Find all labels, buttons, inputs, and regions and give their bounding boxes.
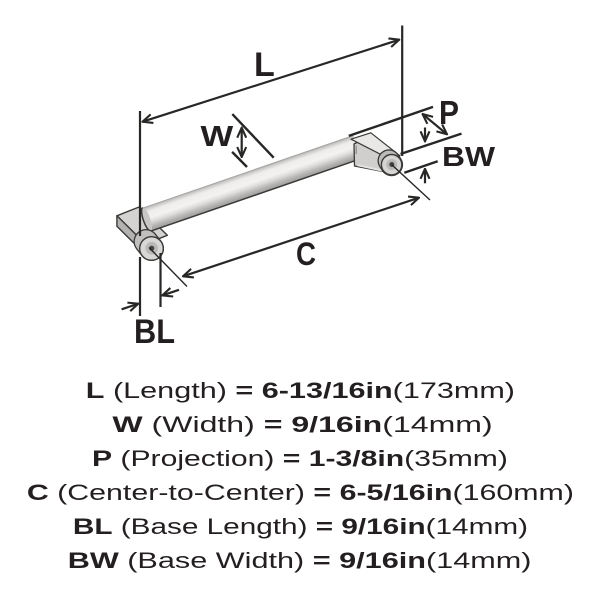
svg-text:W: W — [201, 121, 234, 153]
svg-text:L: L — [254, 46, 275, 84]
svg-text:BW: BW — [442, 141, 496, 172]
svg-text:BL: BL — [134, 313, 175, 351]
svg-text:P: P — [439, 94, 459, 131]
svg-text:C: C — [296, 236, 316, 272]
